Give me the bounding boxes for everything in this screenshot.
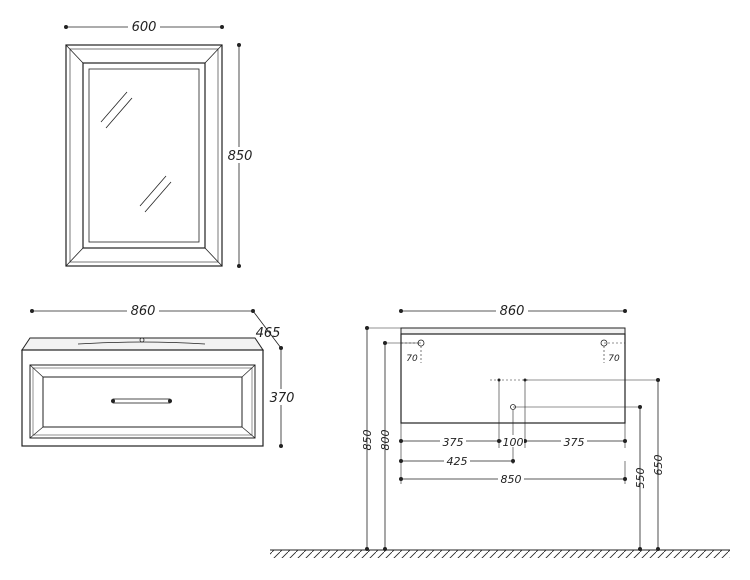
mirror-view: 600 850 — [64, 18, 254, 268]
drain-offset-label: 425 — [447, 455, 468, 468]
segment-left-label: 375 — [443, 436, 464, 449]
bracket-height-label: 800 — [379, 430, 392, 451]
drawer-handle-icon — [111, 398, 172, 404]
top-width-dimension: 860 — [399, 302, 627, 319]
vanity-width-label: 860 — [131, 304, 156, 319]
segment-right-label: 375 — [564, 436, 585, 449]
mirror-inner-frame — [82, 62, 206, 249]
vanity-depth-dimension: 465 — [252, 310, 283, 350]
bracket-offset-right-label: 70 — [608, 354, 620, 364]
vanity-height-dimension: 370 — [268, 350, 296, 448]
mirror-width-dimension: 600 — [64, 18, 224, 35]
vanity-width-dimension: 860 — [30, 302, 255, 319]
floor-hatch — [270, 549, 730, 558]
drawer-panel — [42, 376, 243, 428]
drain-offset-dimension: 425 — [399, 455, 515, 468]
vanity-depth-label: 465 — [256, 326, 281, 341]
bracket-height-dimension: 800 — [379, 341, 421, 551]
bracket-span-label: 850 — [501, 473, 522, 486]
segment-mid-label: 100 — [503, 436, 524, 449]
pipe-height-dimension: 650 — [525, 378, 665, 551]
vanity-height-label: 370 — [270, 391, 295, 406]
installation-view: 70 70 860 — [270, 302, 730, 558]
vanity-front-view: 860 465 370 — [21, 302, 296, 448]
mirror-width-label: 600 — [132, 20, 157, 35]
cabinet-body — [21, 349, 264, 447]
segments-dimension: 375 100 375 — [399, 423, 627, 484]
drain-icon — [510, 404, 516, 464]
mirror-height-label: 850 — [228, 149, 253, 164]
drain-height-dimension: 550 — [513, 405, 647, 551]
top-slab — [400, 327, 626, 335]
glass-reflection-icon — [100, 91, 172, 213]
basin-countertop — [21, 337, 264, 351]
bracket-offset-left-label: 70 — [406, 354, 418, 364]
pipe-height-label: 650 — [652, 455, 665, 476]
drawer-outer — [29, 364, 256, 439]
mirror-glass — [88, 68, 200, 243]
top-width-label: 860 — [500, 304, 525, 319]
drain-height-label: 550 — [634, 468, 647, 489]
mirror-outer-frame — [65, 44, 223, 267]
drawer-bevel — [32, 367, 253, 436]
water-pipes-icon — [490, 378, 530, 448]
right-bracket-icon — [600, 339, 625, 363]
tap-hole-icon — [139, 337, 145, 343]
mirror-frame-bevel — [69, 48, 219, 263]
bracket-span-dimension: 850 — [399, 461, 627, 486]
mirror-height-dimension: 850 — [226, 43, 254, 268]
top-height-label: 850 — [361, 430, 374, 451]
